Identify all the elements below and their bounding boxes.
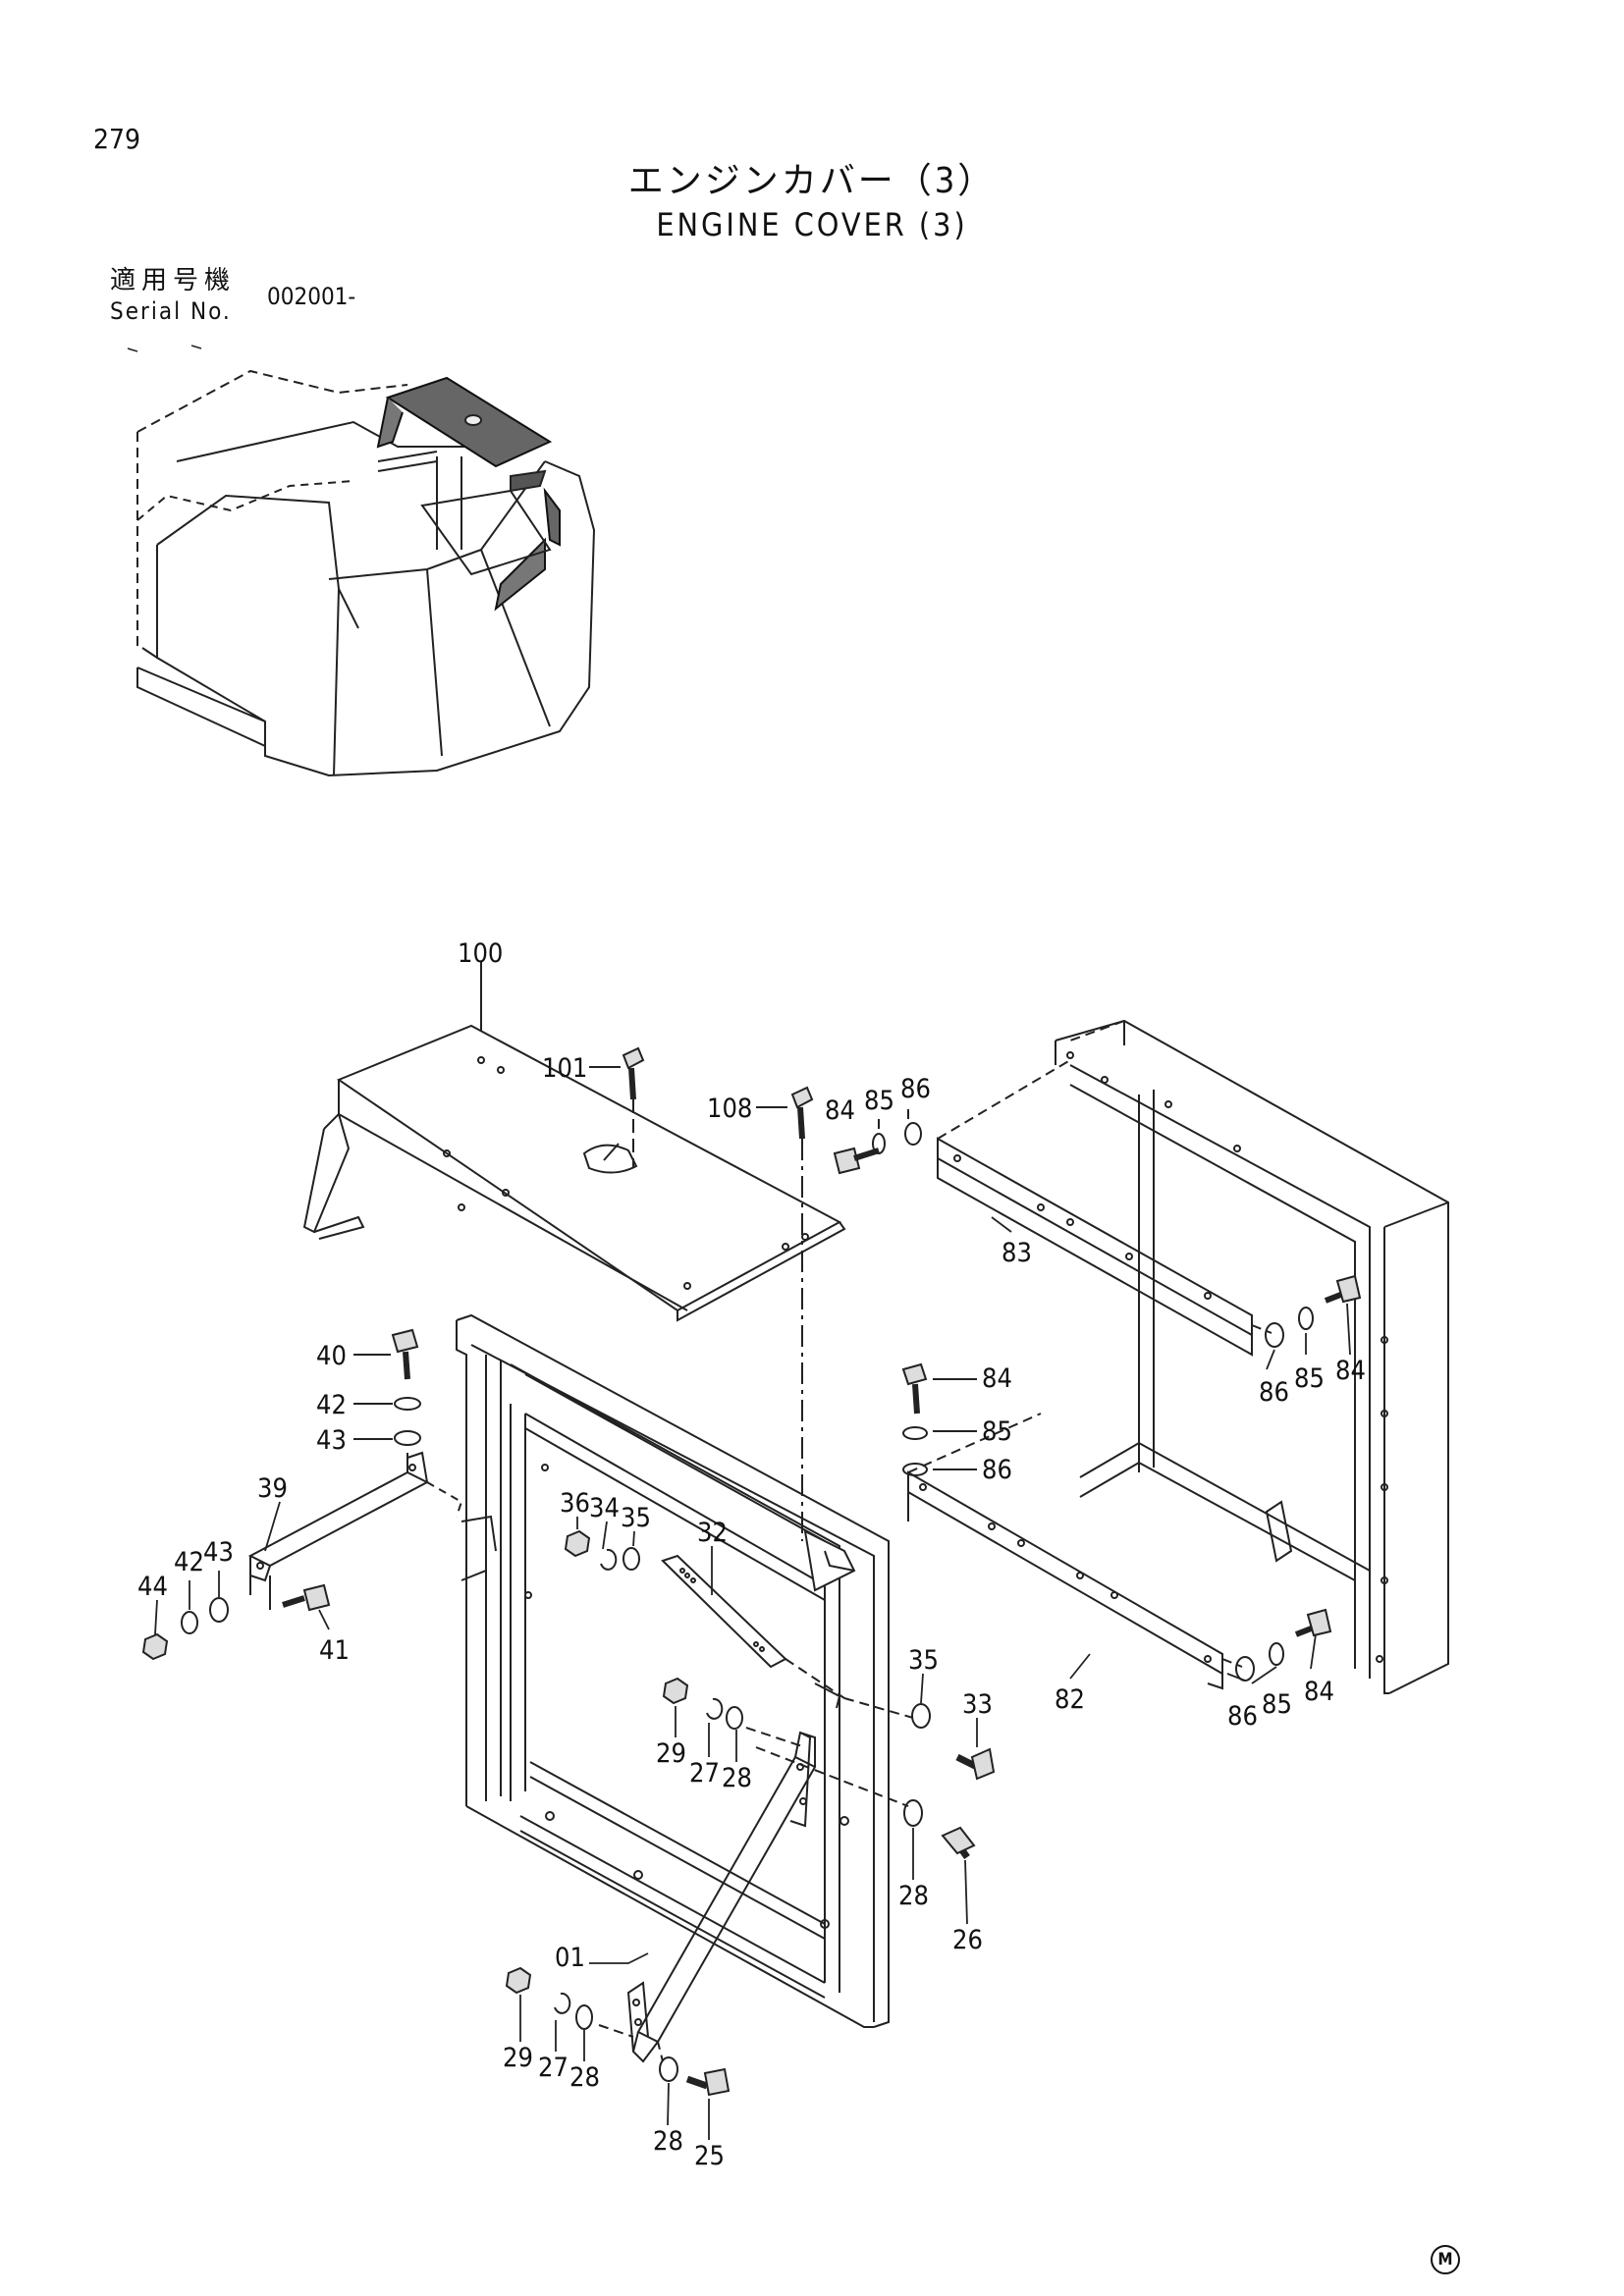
label-27-mid: 27	[689, 1758, 720, 1789]
hardware-44-42-43-41	[141, 1583, 331, 1661]
serial-number-value: 002001-	[267, 283, 356, 310]
label-100: 100	[458, 938, 503, 969]
page-number: 279	[93, 123, 141, 155]
label-44: 44	[137, 1572, 168, 1602]
label-101: 101	[542, 1053, 587, 1084]
label-28-bottom: 28	[569, 2062, 600, 2093]
label-85-center: 85	[982, 1416, 1012, 1447]
bracket-39	[247, 1451, 463, 1610]
label-32: 32	[697, 1518, 728, 1548]
title-english: ENGINE COVER (3)	[656, 206, 968, 243]
hardware-36-34-35	[564, 1529, 640, 1571]
hardware-84-85-86-top	[833, 1109, 922, 1175]
label-43-top: 43	[316, 1425, 347, 1456]
label-01: 01	[555, 1943, 585, 1973]
bracket-82	[907, 1413, 1243, 1690]
label-39: 39	[257, 1473, 288, 1504]
leader-lines	[154, 974, 1351, 2140]
label-43-left: 43	[203, 1537, 234, 1568]
machine-overview-sketch	[127, 345, 596, 777]
label-27-bottom: 27	[538, 2053, 568, 2083]
label-84-right-top: 84	[1335, 1356, 1366, 1386]
bolts-101-108	[589, 1046, 814, 1541]
hardware-28-26	[755, 1746, 976, 1860]
hardware-84-85-86-right-top	[1265, 1274, 1362, 1348]
label-26: 26	[952, 1925, 983, 1955]
brace-01	[626, 1731, 817, 2063]
label-40: 40	[316, 1341, 347, 1371]
title-japanese: エンジンカバー（3）	[627, 161, 997, 201]
label-108: 108	[707, 1094, 752, 1124]
bracket-83	[937, 1059, 1272, 1357]
label-83: 83	[1001, 1238, 1032, 1268]
manufacturer-mark: M	[1431, 2245, 1460, 2274]
hardware-84-85-86-right-bottom	[1235, 1608, 1332, 1682]
label-85-right-top: 85	[1294, 1363, 1325, 1394]
label-85-right-bottom: 85	[1262, 1689, 1292, 1720]
label-84-center: 84	[982, 1363, 1012, 1394]
label-84-right-bottom: 84	[1304, 1677, 1334, 1707]
label-42-left: 42	[174, 1547, 204, 1577]
label-25: 25	[694, 2141, 725, 2171]
label-33: 33	[962, 1689, 993, 1720]
part-number-labels: 100 101 108 84 85 86 83 86 85 84 84 85 8…	[137, 938, 1366, 2171]
label-28-right: 28	[898, 1881, 929, 1911]
main-frame	[456, 1313, 890, 2028]
label-35-mid: 35	[621, 1503, 651, 1533]
label-41: 41	[319, 1635, 350, 1666]
hardware-29-27-28-mid	[662, 1677, 806, 1748]
label-28-mid: 28	[722, 1763, 752, 1793]
label-35-right: 35	[908, 1645, 939, 1676]
radiator-frame	[1055, 1019, 1449, 1694]
part-100-top-cover	[302, 962, 846, 1322]
serial-label-japanese: 適用号機	[110, 266, 237, 295]
label-42-top: 42	[316, 1390, 347, 1420]
label-86-center: 86	[982, 1455, 1012, 1485]
hardware-40-42-43	[353, 1328, 421, 1472]
label-34: 34	[589, 1493, 620, 1523]
part-32-plate	[661, 1554, 845, 1709]
serial-label-english: Serial No.	[110, 297, 232, 325]
label-85-top: 85	[864, 1086, 894, 1116]
hardware-35-33	[843, 1697, 996, 1781]
label-86-top: 86	[900, 1074, 931, 1104]
hardware-84-85-86-center	[901, 1362, 977, 1476]
label-28-lowest: 28	[653, 2126, 683, 2157]
label-82: 82	[1055, 1684, 1085, 1715]
label-86-right-top: 86	[1259, 1377, 1289, 1408]
label-29-bottom: 29	[503, 2043, 533, 2073]
label-29-mid: 29	[656, 1738, 686, 1769]
label-86-right-bottom: 86	[1227, 1701, 1258, 1732]
label-36: 36	[560, 1488, 590, 1519]
hardware-29-27-28-28-25-bottom	[505, 1966, 731, 2097]
label-84-top: 84	[825, 1095, 855, 1126]
